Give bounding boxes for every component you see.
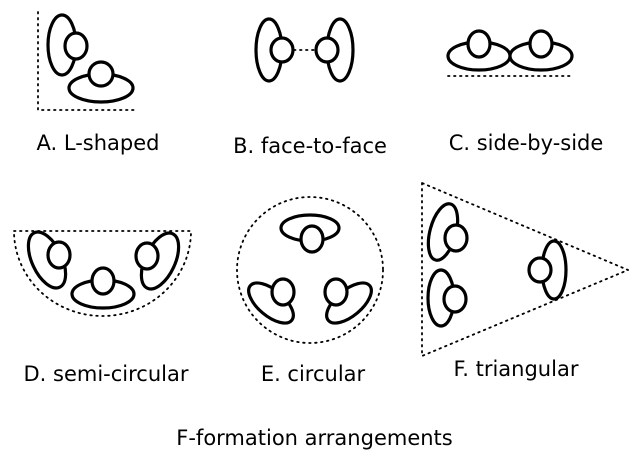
person-f2 bbox=[314, 17, 355, 83]
person-s2 bbox=[508, 29, 574, 72]
person-e3 bbox=[323, 277, 373, 325]
boundary-l-shaped bbox=[37, 11, 139, 111]
person-s1 bbox=[446, 29, 512, 72]
person-f1 bbox=[254, 17, 295, 83]
label-face-to-face: B. face-to-face bbox=[233, 134, 387, 158]
person-d3 bbox=[134, 231, 181, 291]
panel-side-by-side bbox=[446, 29, 574, 77]
panel-l-shaped bbox=[37, 11, 139, 111]
person-t1 bbox=[426, 202, 469, 262]
boundary-semi-circular bbox=[13, 230, 192, 317]
label-circular: E. circular bbox=[260, 362, 366, 386]
figure-caption: F-formation arrangements bbox=[176, 426, 453, 450]
panel-circular bbox=[236, 196, 384, 344]
label-triangular: F. triangular bbox=[453, 357, 579, 381]
panel-face-to-face bbox=[254, 17, 355, 83]
panel-triangular bbox=[421, 181, 629, 358]
person-l1 bbox=[46, 13, 89, 77]
person-t3 bbox=[527, 239, 568, 301]
person-e1 bbox=[279, 213, 341, 254]
person-d2 bbox=[70, 266, 136, 310]
label-side-by-side: C. side-by-side bbox=[448, 131, 604, 155]
person-e2 bbox=[247, 277, 296, 325]
person-t2 bbox=[426, 268, 468, 328]
person-l2 bbox=[67, 60, 135, 104]
person-d1 bbox=[26, 230, 72, 290]
panel-semi-circular bbox=[13, 230, 192, 317]
label-semi-circular: D. semi-circular bbox=[23, 362, 189, 386]
boundary-circular bbox=[236, 196, 384, 344]
label-l-shaped: A. L-shaped bbox=[36, 131, 160, 155]
